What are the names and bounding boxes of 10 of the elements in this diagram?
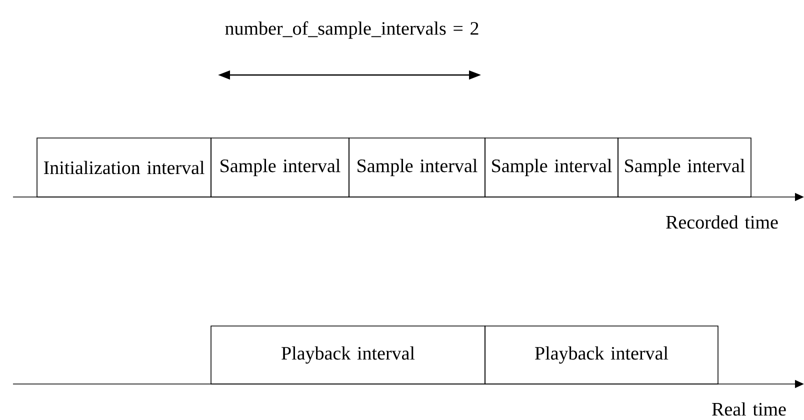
interval-box: Sample interval	[484, 138, 618, 198]
interval-box: Playback interval	[484, 326, 718, 384]
dimension-label: number_of_sample_intervals = 2	[225, 21, 478, 39]
interval-box: Sample interval	[348, 138, 486, 198]
interval-box: Initialization interval	[36, 138, 212, 198]
axis-label: Real time	[712, 402, 786, 416]
interval-box: Sample interval	[618, 138, 752, 198]
interval-box: Sample interval	[210, 138, 350, 198]
interval-box: Playback interval	[210, 326, 486, 384]
axis-label: Recorded time	[666, 215, 778, 229]
